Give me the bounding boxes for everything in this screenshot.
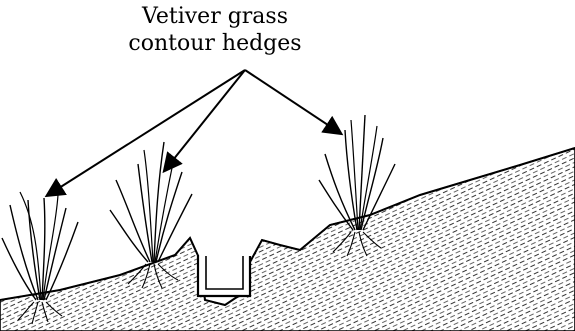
arrow-to-hedge-middle bbox=[165, 70, 245, 170]
drainage-channel-inner bbox=[206, 256, 243, 289]
soil-profile bbox=[0, 148, 575, 331]
arrow-to-hedge-right bbox=[245, 70, 340, 133]
